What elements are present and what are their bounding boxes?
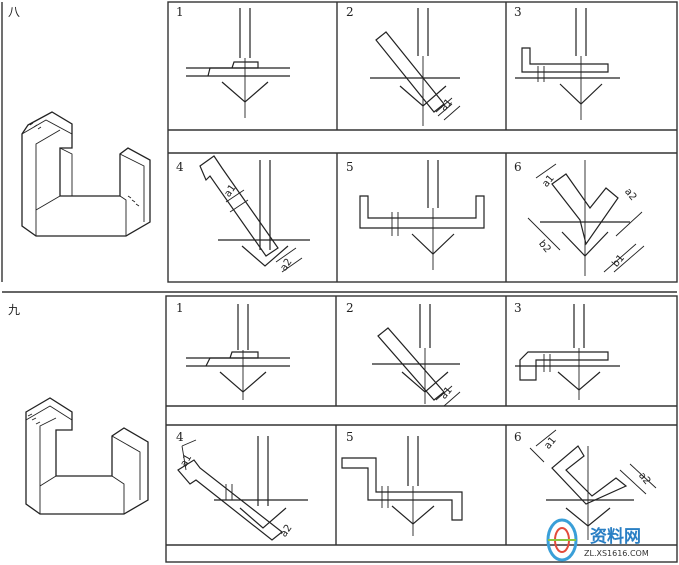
watermark-url: ZL.XS1616.COM (584, 549, 649, 558)
steps-grid (165, 295, 678, 563)
step-cell: 3 (514, 301, 620, 400)
iso-part-drawing (21, 111, 151, 237)
step-cell: 4 a1 a2 (176, 155, 310, 274)
dim-label: b2 (536, 238, 553, 255)
watermark-cn-text: 资料网 (590, 526, 641, 547)
steps-grid (167, 1, 678, 283)
step-number: 1 (176, 301, 184, 315)
step-cell: 1 (176, 301, 290, 400)
step-cell: 4 a1 a2 (176, 430, 308, 541)
step-number: 6 (514, 430, 522, 444)
step-cell: 3 (514, 5, 620, 120)
dim-label: a1 (542, 435, 558, 452)
step-cell: 5 (346, 160, 485, 270)
dim-label: a2 (278, 523, 294, 540)
dim-label: b1 (610, 253, 627, 270)
step-cell: 2 a1 (346, 301, 461, 407)
step-cell: 6 a1 a2 (514, 429, 657, 540)
step-number: 5 (346, 160, 354, 174)
step-cell: 1 (176, 5, 290, 118)
step-number: 2 (346, 301, 354, 315)
step-number: 4 (176, 430, 184, 444)
step-number[interactable]: 2 (346, 5, 354, 19)
step-number: 5 (346, 430, 354, 444)
dim-label: a2 (636, 470, 652, 487)
section-jiu: 九 1 2 (2, 291, 678, 563)
dim-label: a2 (278, 257, 294, 274)
dim-label: a2 (622, 186, 638, 203)
step-number: 1 (176, 5, 184, 19)
step-cell: 5 (341, 430, 463, 536)
step-number: 4 (176, 160, 184, 174)
dim-label: a1 (179, 453, 195, 469)
section-ba: 八 1 (1, 1, 678, 283)
section-label: 八 (8, 5, 20, 19)
step-number: 6 (514, 160, 522, 174)
iso-part-drawing (25, 397, 149, 515)
step-number: 3 (514, 301, 522, 315)
xs-logo-icon (546, 518, 578, 562)
section-label: 九 (8, 303, 20, 317)
step-number: 3 (514, 5, 522, 19)
step-cell: 6 a1 a2 b2 b1 (514, 160, 645, 276)
step-cell: 2 a1 (346, 5, 461, 126)
watermark-logo: 资料网 ZL.XS1616.COM (546, 518, 649, 562)
